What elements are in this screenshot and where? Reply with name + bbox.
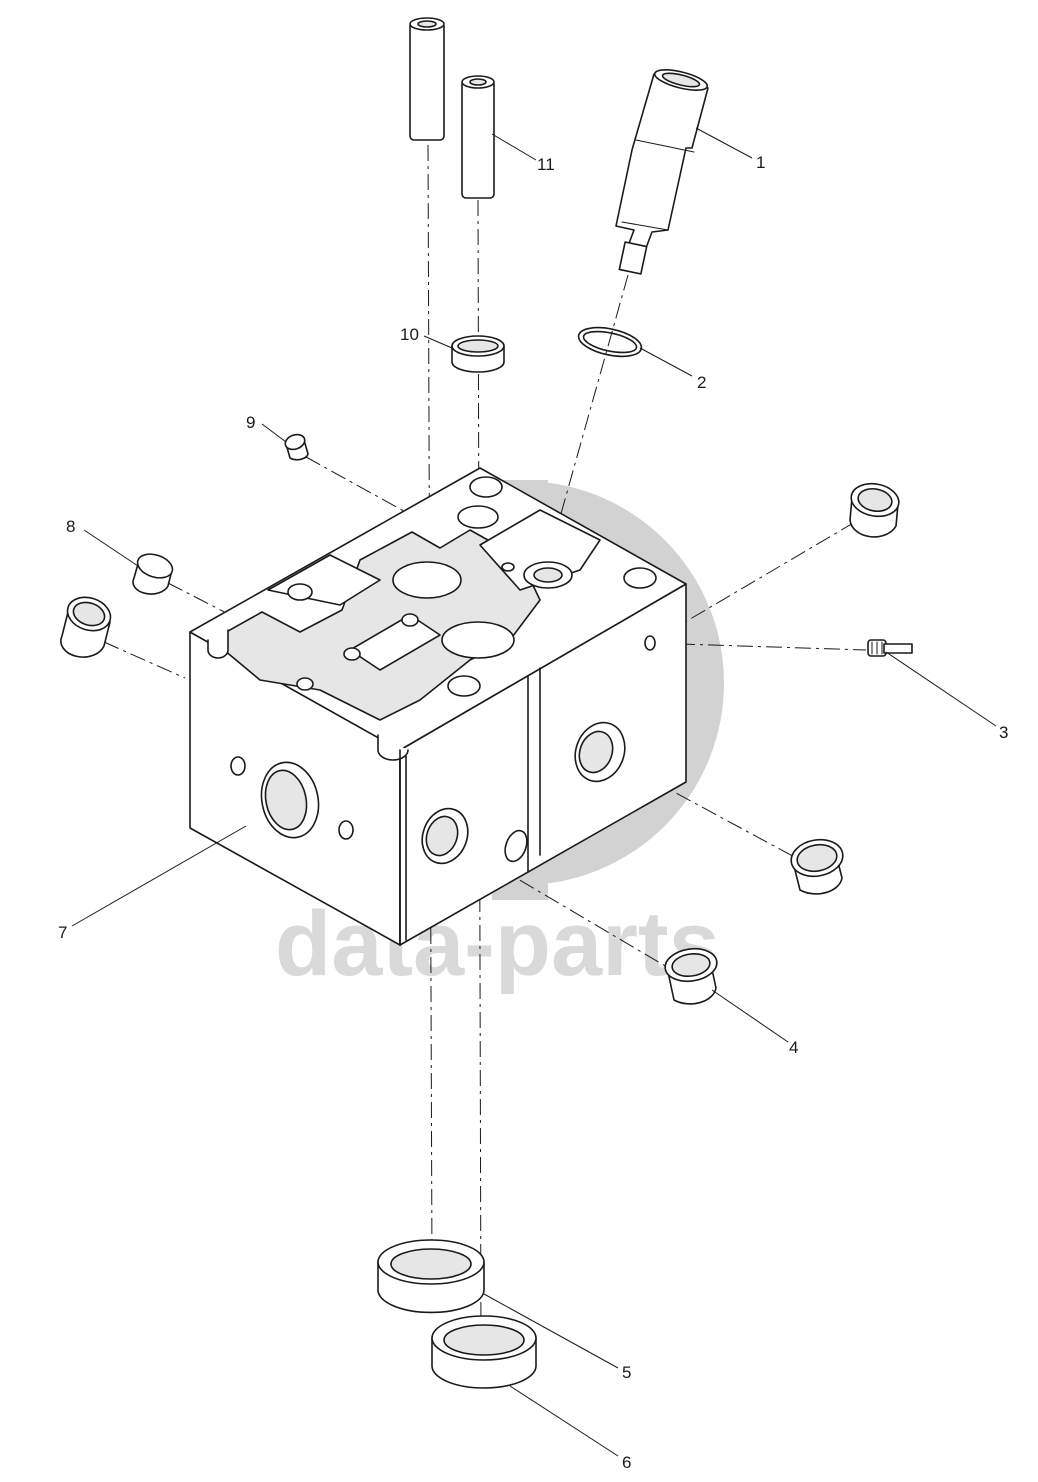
callout-7: 7 — [58, 923, 67, 942]
seat-ring-top — [451, 335, 505, 373]
callout-3: 3 — [999, 723, 1008, 742]
leader-lines — [71, 127, 997, 1457]
small-plug — [284, 433, 309, 461]
threaded-plug — [867, 639, 913, 657]
callout-9: 9 — [246, 413, 255, 432]
callout-5: 5 — [622, 1363, 631, 1382]
callout-10: 10 — [400, 325, 419, 344]
callout-1: 1 — [756, 153, 765, 172]
seal-ring-right — [790, 838, 844, 895]
valve-seat-ring-6 — [431, 1315, 537, 1389]
valve-guide-left — [409, 17, 445, 141]
callout-11: 11 — [537, 155, 555, 174]
o-ring — [577, 326, 643, 358]
callout-6: 6 — [622, 1453, 631, 1472]
core-plug-small — [132, 553, 174, 595]
callout-8: 8 — [66, 517, 75, 536]
cylinder-head-block — [189, 467, 687, 946]
seal-ring-4 — [664, 947, 718, 1005]
core-plug-left — [60, 596, 112, 658]
injector-sleeve — [615, 69, 709, 275]
valve-guide-right — [461, 75, 495, 199]
callout-4: 4 — [789, 1038, 798, 1057]
valve-seat-ring-5 — [377, 1239, 485, 1314]
core-plug-right — [849, 482, 900, 538]
callout-2: 2 — [697, 373, 706, 392]
